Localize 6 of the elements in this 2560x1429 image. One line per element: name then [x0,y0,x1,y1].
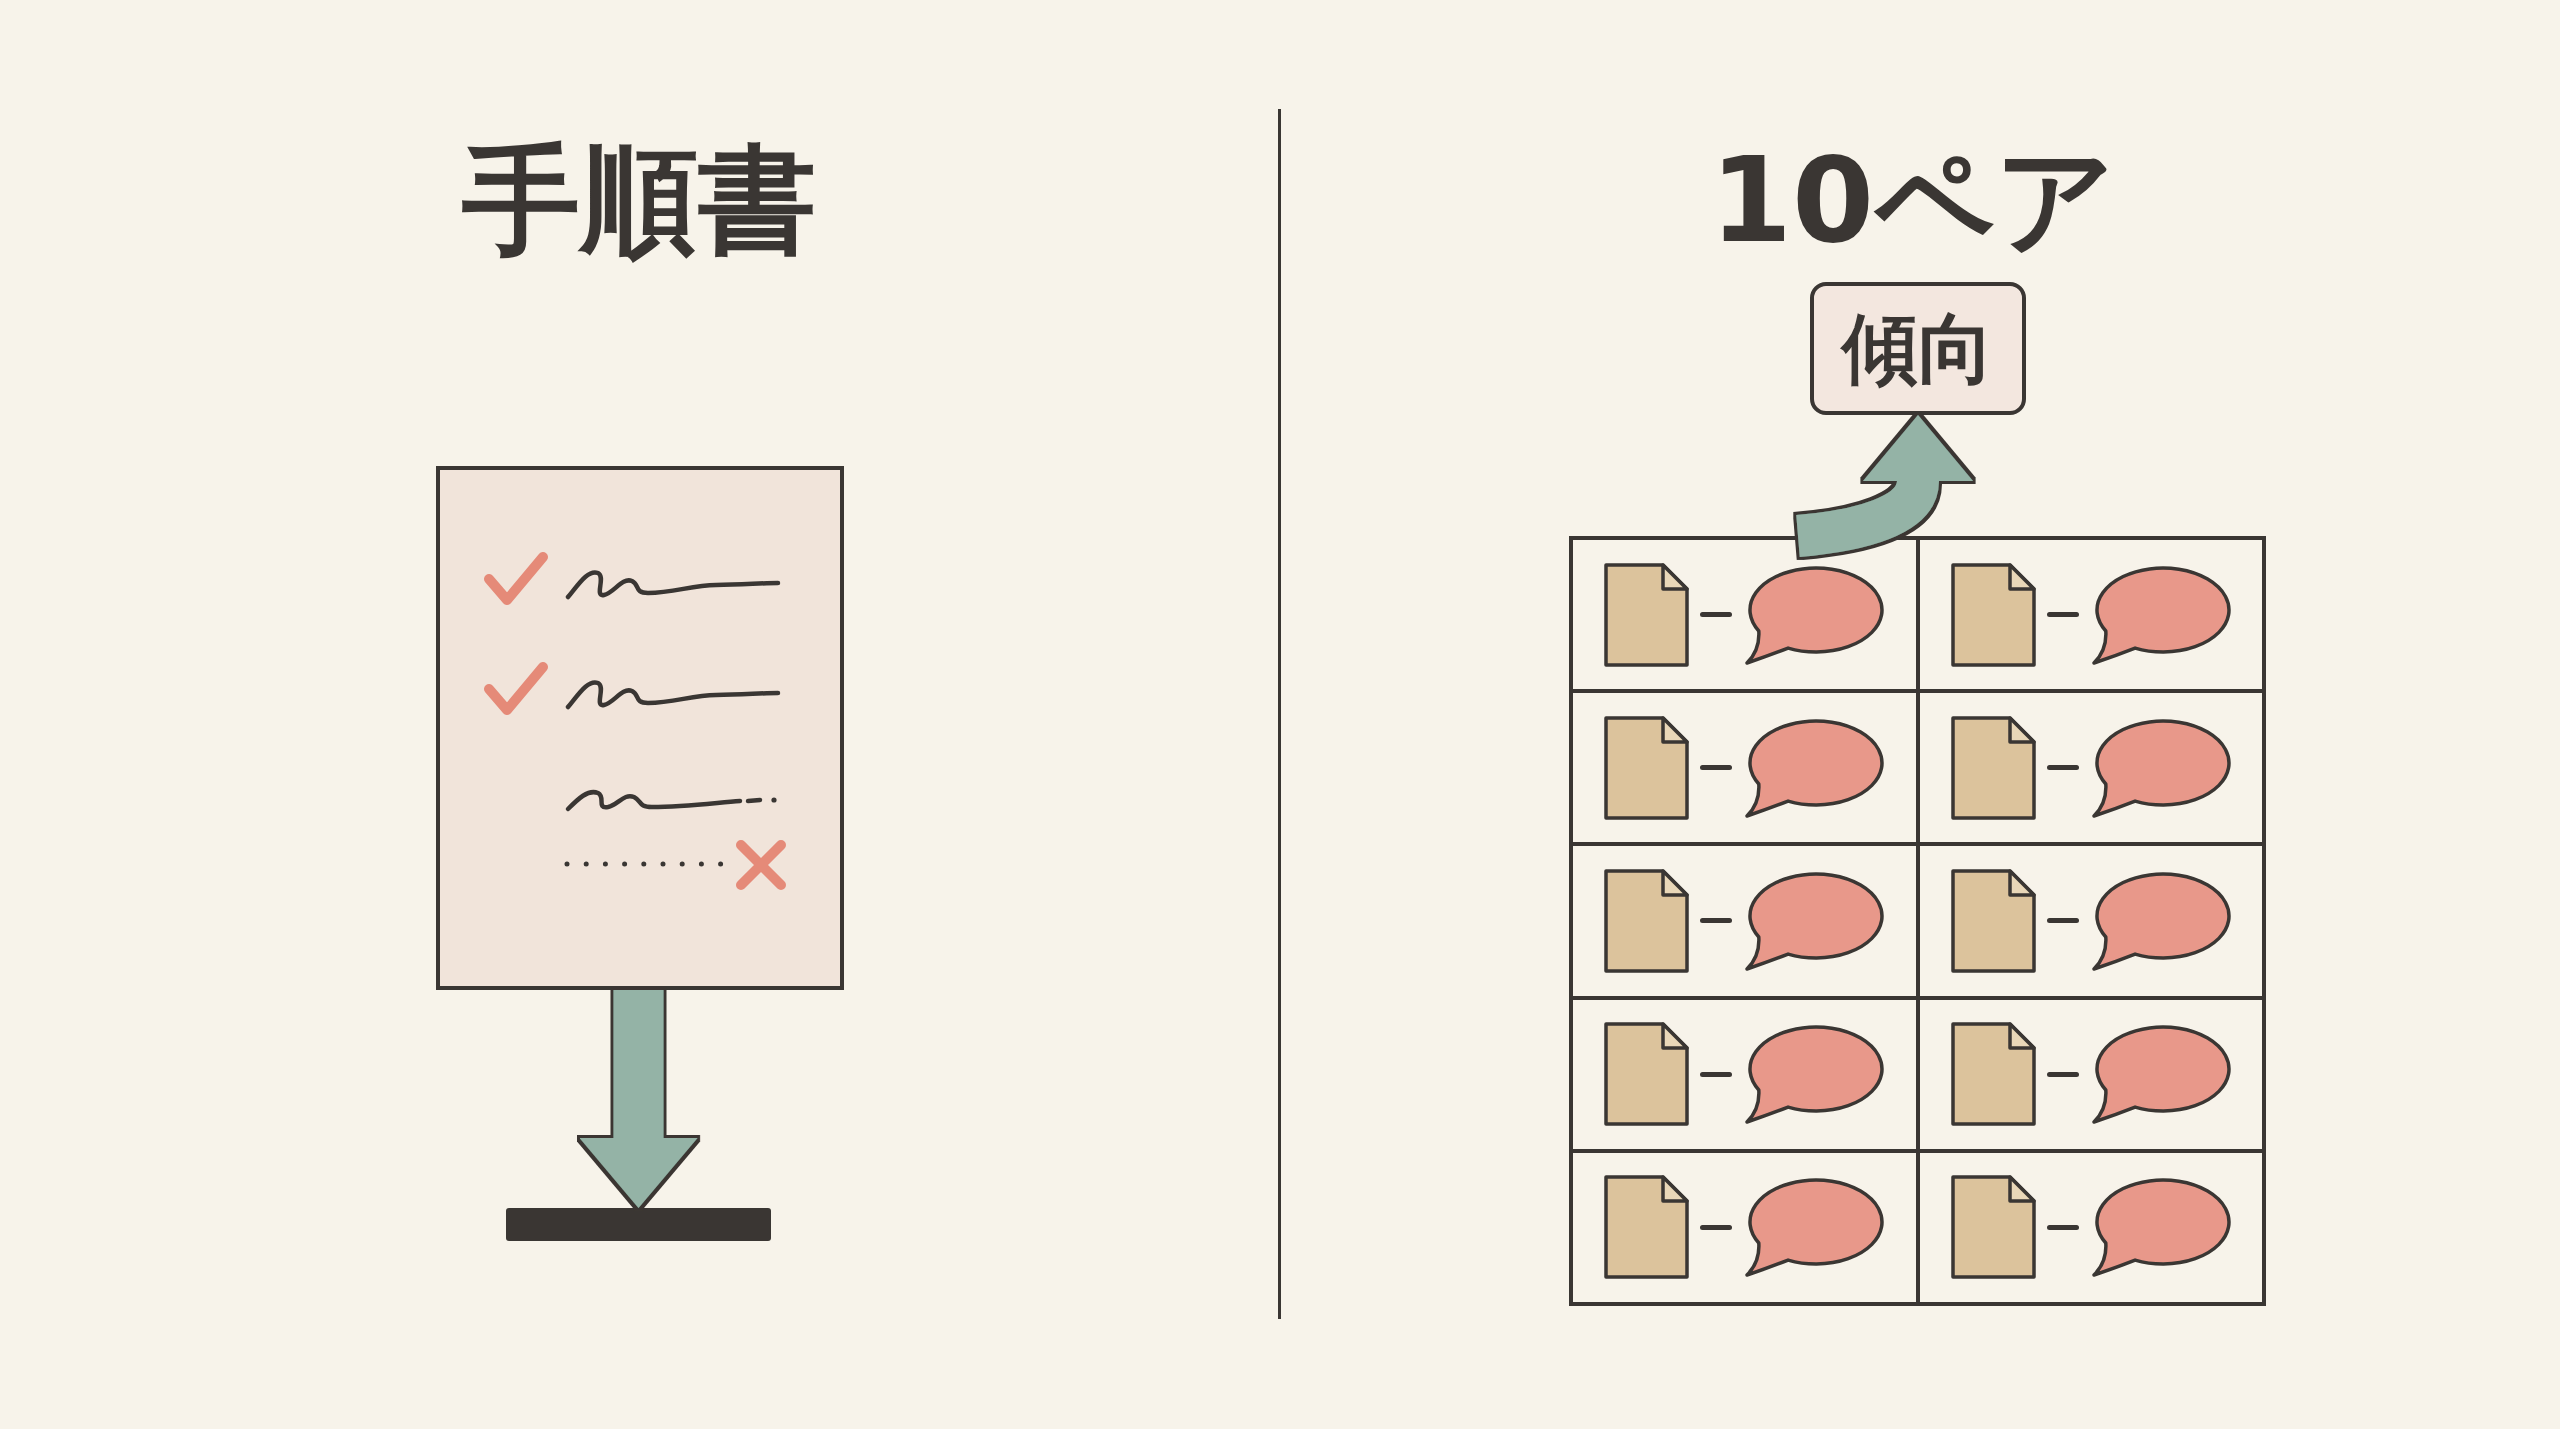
trend-tag: 傾向 [1810,282,2026,415]
panel-heading: 10ペア [1709,141,2117,259]
pair-grid [1569,536,2266,1306]
checklist-document [436,466,844,990]
baseline-bar [506,1208,771,1241]
curved-arrow [1795,415,1973,557]
